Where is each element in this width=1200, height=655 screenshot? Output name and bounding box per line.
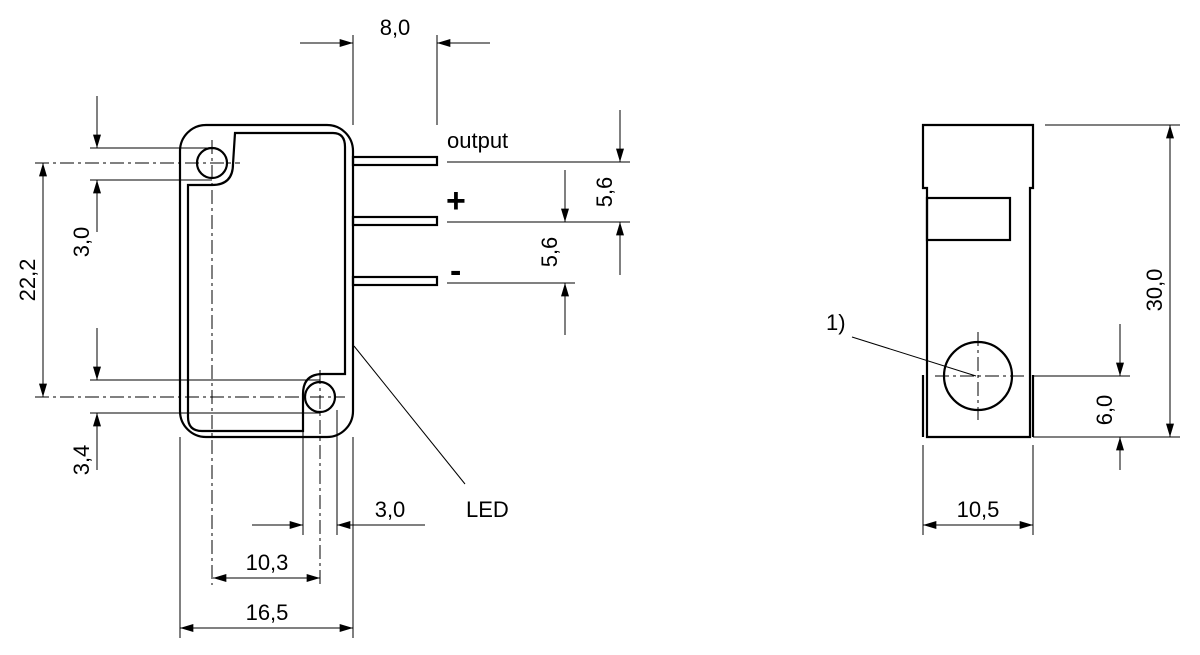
pin-minus	[351, 275, 439, 287]
dim-pin-pitch-2: 5,6	[537, 237, 562, 268]
dim-side-hole-height: 6,0	[1092, 395, 1117, 426]
dim-side-width: 10,5	[957, 497, 1000, 522]
sensor-body-outline	[178, 123, 355, 439]
dim-top-hole: 3,0	[69, 227, 94, 258]
dim-width: 16,5	[246, 600, 289, 625]
pin-label-output: output	[447, 128, 508, 153]
dim-hole-offset: 10,3	[246, 550, 289, 575]
dim-pin-length: 8,0	[380, 15, 411, 40]
dim-side-height: 30,0	[1142, 269, 1167, 312]
side-flanges	[921, 375, 1035, 437]
pin-label-minus: -	[450, 252, 461, 290]
led-leader-line	[353, 345, 466, 485]
dim-bottom-hole-width: 3,0	[375, 497, 406, 522]
dim-pin-pitch-1: 5,6	[592, 177, 617, 208]
pin-output	[351, 155, 439, 167]
side-view: 1) 30,0 6,0 10,5	[826, 123, 1180, 535]
led-window	[925, 196, 1012, 242]
led-label: LED	[466, 497, 509, 522]
dim-hole-spacing: 22,2	[15, 259, 40, 302]
front-view: 8,0 5,6 5,6 3,0 22,2 3,4 3,0 10,3 16,5 o…	[15, 15, 630, 638]
note-leader-line	[851, 336, 977, 377]
side-body-outline	[921, 123, 1035, 439]
pin-label-plus: +	[446, 182, 466, 220]
dim-bottom-hole: 3,4	[69, 445, 94, 476]
note-marker: 1)	[826, 310, 846, 335]
pin-plus	[351, 215, 439, 227]
